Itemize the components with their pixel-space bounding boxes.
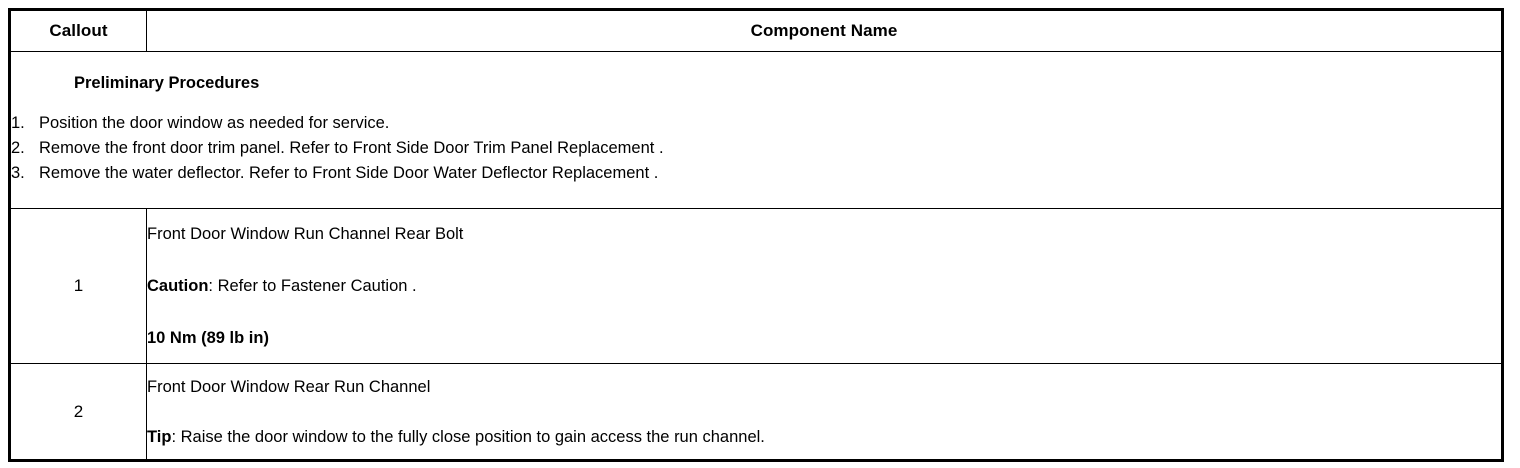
callout-number: 1 xyxy=(9,208,147,364)
table-row: 1 Front Door Window Run Channel Rear Bol… xyxy=(9,208,1503,364)
callout-number: 2 xyxy=(9,363,147,461)
torque-spec-text: 10 Nm (89 lb in) xyxy=(147,329,269,347)
step-number: 1. xyxy=(11,114,25,132)
step-text: Remove the water deflector. Refer to Fro… xyxy=(39,164,659,182)
step-number: 2. xyxy=(11,139,25,157)
tip-text: : Raise the door window to the fully clo… xyxy=(171,427,765,446)
list-item: 2. Remove the front door trim panel. Ref… xyxy=(11,136,1501,161)
component-title-text: Front Door Window Run Channel Rear Bolt xyxy=(147,225,464,243)
component-title: Front Door Window Rear Run Channel xyxy=(147,376,1501,398)
preliminary-procedures-row: Preliminary Procedures 1. Position the d… xyxy=(9,51,1503,209)
component-title: Front Door Window Run Channel Rear Bolt xyxy=(147,223,1501,245)
preliminary-steps-list: 1. Position the door window as needed fo… xyxy=(11,111,1501,186)
column-header-callout: Callout xyxy=(9,9,147,52)
component-detail-cell: Front Door Window Rear Run Channel Tip: … xyxy=(146,363,1503,461)
step-text: Position the door window as needed for s… xyxy=(39,114,390,132)
tip-note: Tip: Raise the door window to the fully … xyxy=(147,426,1501,448)
step-number: 3. xyxy=(11,164,25,182)
table-header-row: Callout Component Name xyxy=(9,9,1503,52)
list-item: 3. Remove the water deflector. Refer to … xyxy=(11,161,1501,186)
caution-note: Caution: Refer to Fastener Caution . xyxy=(147,275,1501,297)
component-detail-cell: Front Door Window Run Channel Rear Bolt … xyxy=(146,208,1503,364)
torque-spec: 10 Nm (89 lb in) xyxy=(147,327,1501,349)
list-item: 1. Position the door window as needed fo… xyxy=(11,111,1501,136)
callout-component-table: Callout Component Name Preliminary Proce… xyxy=(8,8,1504,462)
column-header-component-name: Component Name xyxy=(146,9,1503,52)
step-text: Remove the front door trim panel. Refer … xyxy=(39,139,664,157)
caution-label: Caution xyxy=(147,277,209,295)
preliminary-procedures-title: Preliminary Procedures xyxy=(74,74,260,92)
caution-text: : Refer to Fastener Caution . xyxy=(208,277,417,295)
table-row: 2 Front Door Window Rear Run Channel Tip… xyxy=(9,363,1503,461)
preliminary-procedures-cell: Preliminary Procedures 1. Position the d… xyxy=(9,51,1503,209)
tip-label: Tip xyxy=(147,427,172,446)
component-title-text: Front Door Window Rear Run Channel xyxy=(147,377,431,396)
